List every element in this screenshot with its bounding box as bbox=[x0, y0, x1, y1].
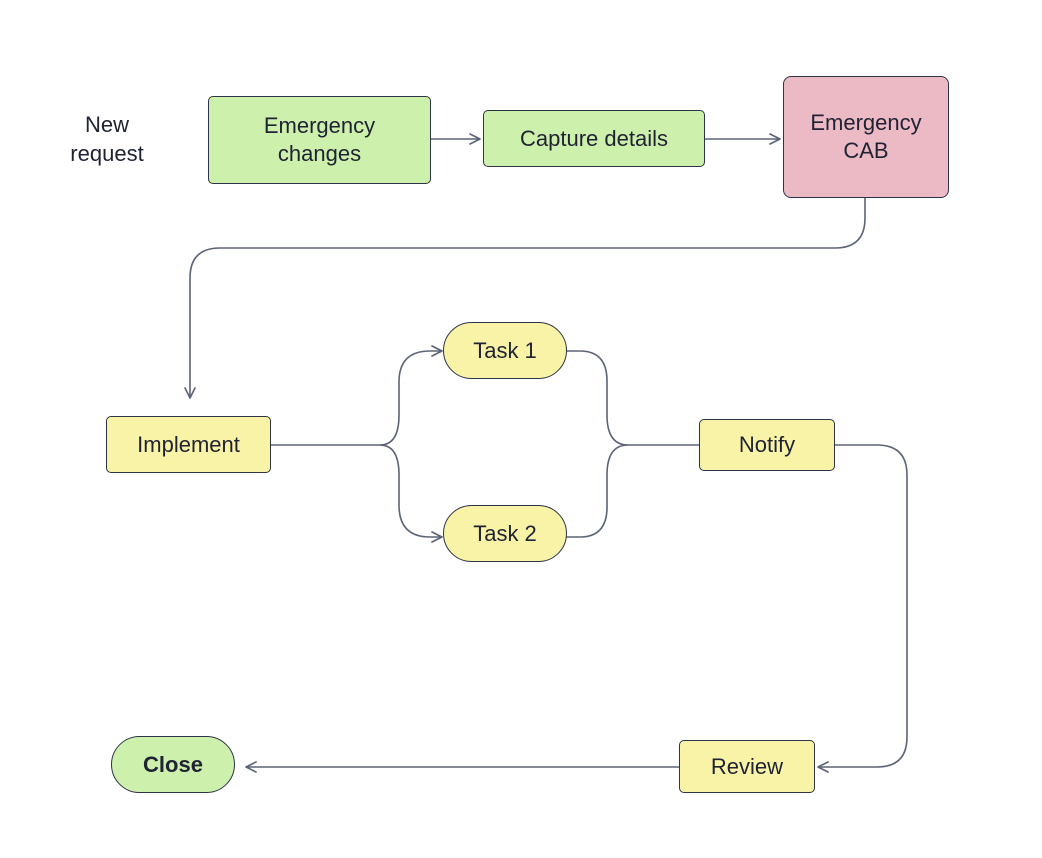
node-notify-label: Notify bbox=[738, 432, 796, 457]
node-capture-details[interactable]: Capture details bbox=[483, 110, 705, 167]
node-close[interactable]: Close bbox=[111, 736, 235, 793]
node-implement-label: Implement bbox=[137, 431, 240, 457]
node-emergency-cab-label: Emergency CAB bbox=[810, 110, 922, 163]
node-review[interactable]: Review bbox=[679, 740, 815, 793]
node-task-2-label: Task 2 bbox=[473, 520, 537, 546]
edge-implement-to-task-2 bbox=[379, 444, 443, 543]
edge-notify-to-review bbox=[817, 444, 908, 773]
node-task-1[interactable]: Task 1 bbox=[443, 322, 567, 379]
node-capture-details-label: Capture details bbox=[520, 125, 668, 151]
edge-task-2-to-notify bbox=[566, 444, 629, 538]
edge-implement-to-task-1 bbox=[379, 345, 443, 446]
node-emergency-changes[interactable]: Emergency changes bbox=[208, 96, 431, 184]
node-task-1-label: Task 1 bbox=[473, 337, 537, 363]
edge-emergency-cab-to-implement bbox=[184, 198, 866, 399]
node-notify[interactable]: Notify bbox=[699, 419, 835, 471]
node-task-2[interactable]: Task 2 bbox=[443, 505, 567, 562]
node-emergency-changes-label: Emergency changes bbox=[263, 113, 376, 166]
node-review-label: Review bbox=[710, 753, 784, 779]
new-request-label: New request bbox=[70, 112, 144, 166]
node-emergency-cab[interactable]: Emergency CAB bbox=[783, 76, 949, 198]
edge-task-1-to-notify bbox=[566, 350, 629, 446]
node-close-label: Close bbox=[143, 751, 203, 777]
node-implement[interactable]: Implement bbox=[106, 416, 271, 473]
